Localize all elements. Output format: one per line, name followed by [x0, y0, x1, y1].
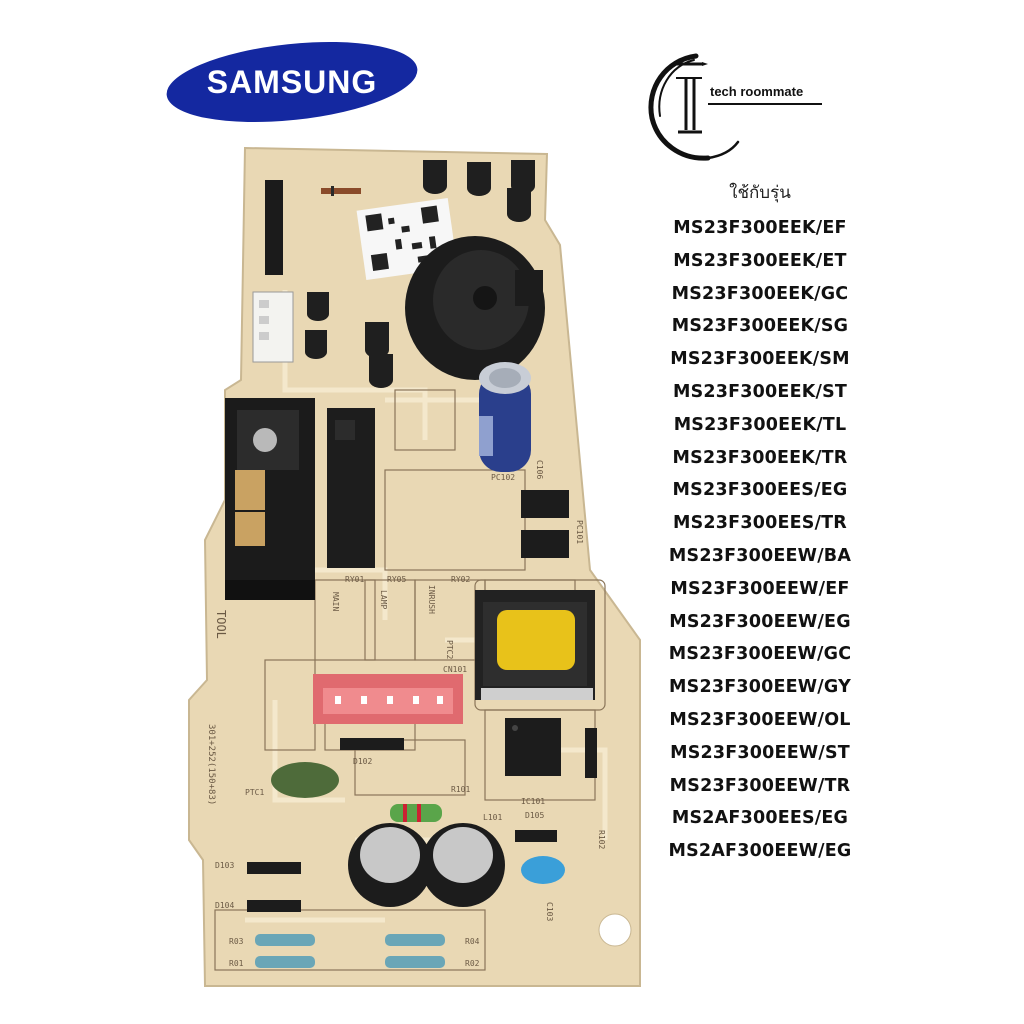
model-item: MS23F300EES/TR	[673, 513, 847, 534]
svg-text:R04: R04	[465, 937, 480, 946]
ptc-thermistor	[271, 762, 339, 798]
svg-text:RY05: RY05	[387, 575, 406, 584]
svg-text:D103: D103	[215, 861, 234, 870]
model-item: MS23F300EEK/SM	[670, 349, 850, 370]
samsung-logo-text: SAMSUNG	[207, 64, 378, 100]
model-item: MS23F300EEW/GC	[668, 644, 852, 665]
model-item: MS23F300EEK/SG	[671, 316, 849, 337]
svg-text:CN101: CN101	[443, 665, 467, 674]
rectifier-diodes	[247, 728, 597, 912]
compatible-models-panel: ใช้กับรุ่น MS23F300EEK/EF MS23F300EEK/ET…	[640, 180, 880, 868]
svg-text:RY02: RY02	[451, 575, 470, 584]
microwave-control-pcb: MAIN TOOL LAMP INRUSH PTC1 PTC2 RY01 RY0…	[185, 140, 645, 1000]
svg-text:301+252(150+83): 301+252(150+83)	[206, 724, 216, 805]
red-connector	[313, 674, 463, 724]
svg-text:RY01: RY01	[345, 575, 364, 584]
tech-roommate-text: tech roommate	[710, 84, 803, 99]
svg-text:PTC1: PTC1	[245, 788, 264, 797]
svg-text:R03: R03	[229, 937, 244, 946]
transformer	[475, 590, 595, 700]
model-item: MS23F300EEW/EF	[670, 578, 850, 599]
svg-text:D105: D105	[525, 811, 544, 820]
svg-text:PC102: PC102	[491, 473, 515, 482]
model-item: MS23F300EEW/OL	[669, 709, 851, 730]
ceramic-capacitor-blue	[521, 856, 565, 884]
svg-text:C103: C103	[545, 902, 554, 921]
model-item: MS23F300EEK/ET	[673, 250, 847, 271]
small-diodes-top	[321, 186, 361, 196]
model-list: MS23F300EEK/EF MS23F300EEK/ET MS23F300EE…	[640, 212, 880, 868]
model-item: MS23F300EEK/TL	[673, 414, 847, 435]
svg-text:PTC2: PTC2	[445, 640, 454, 659]
svg-text:R02: R02	[465, 959, 480, 968]
svg-text:R101: R101	[451, 785, 470, 794]
resistors-bottom	[255, 934, 445, 968]
svg-text:R01: R01	[229, 959, 244, 968]
svg-text:MAIN: MAIN	[331, 592, 340, 611]
model-item: MS23F300EEW/GY	[669, 677, 851, 698]
model-item: MS23F300EES/EG	[672, 480, 848, 501]
signal-relay	[327, 408, 375, 568]
model-item: MS2AF300EEW/EG	[668, 841, 852, 862]
model-item: MS23F300EEW/ST	[670, 742, 850, 763]
model-item: MS23F300EEW/BA	[668, 545, 852, 566]
model-item: MS23F300EEW/TR	[669, 775, 851, 796]
transistors	[305, 160, 535, 388]
svg-text:LAMP: LAMP	[379, 590, 388, 609]
compatible-models-heading: ใช้กับรุ่น	[729, 183, 791, 203]
tech-roommate-logo: tech roommate	[636, 38, 836, 168]
model-item: MS23F300EEK/ST	[672, 381, 848, 402]
electrolytic-capacitor-blue	[479, 362, 531, 472]
svg-text:C106: C106	[535, 460, 544, 479]
connector-strip	[265, 180, 283, 275]
ic101-chip	[505, 718, 561, 776]
inductor-l101	[390, 804, 442, 822]
svg-text:R102: R102	[597, 830, 606, 849]
svg-text:INRUSH: INRUSH	[427, 585, 436, 614]
svg-text:TOOL: TOOL	[214, 610, 228, 639]
model-item: MS23F300EEK/TR	[672, 447, 848, 468]
model-item: MS23F300EEK/GC	[671, 283, 849, 304]
svg-text:IC101: IC101	[521, 797, 545, 806]
model-item: MS2AF300EES/EG	[671, 808, 849, 829]
samsung-logo: SAMSUNG	[165, 40, 420, 124]
mounting-hole	[598, 913, 632, 947]
model-item: MS23F300EEW/EG	[669, 611, 851, 632]
optocouplers	[521, 490, 569, 558]
buzzer	[405, 236, 545, 380]
model-item: MS23F300EEK/EF	[673, 218, 847, 238]
white-connector	[252, 291, 294, 363]
svg-text:PC101: PC101	[575, 520, 584, 544]
svg-text:L101: L101	[483, 813, 502, 822]
svg-text:D102: D102	[353, 757, 372, 766]
power-relay	[225, 398, 315, 600]
svg-text:D104: D104	[215, 901, 234, 910]
filter-capacitors	[348, 823, 505, 907]
silkscreen-text: MAIN TOOL LAMP INRUSH PTC1 PTC2 RY01 RY0…	[206, 460, 606, 968]
